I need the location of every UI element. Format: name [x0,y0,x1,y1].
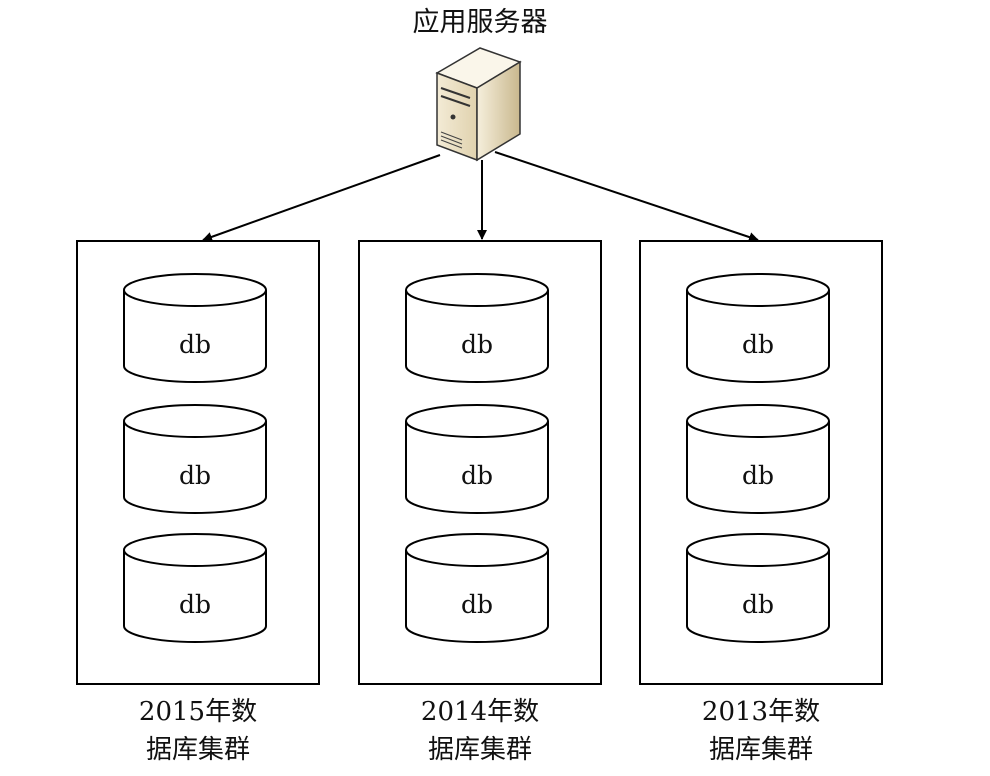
database-label: db [461,330,493,359]
database-label: db [179,461,211,490]
server-label: 应用服务器 [413,7,548,38]
database-cylinder: db [405,273,549,383]
database-cylinder: db [405,533,549,643]
cluster-label: 据库集群 [428,735,532,765]
database-cylinder: db [686,404,830,514]
database-cylinder: db [123,404,267,514]
database-label: db [742,461,774,490]
database-cylinder: db [405,404,549,514]
database-cylinder: db [123,273,267,383]
database-cylinder: db [123,533,267,643]
database-label: db [461,461,493,490]
cluster-label: 据库集群 [709,735,813,765]
database-label: db [179,330,211,359]
database-label: db [179,590,211,619]
database-cylinder: db [686,273,830,383]
arrow-to-2013 [494,151,759,242]
database-label: db [742,590,774,619]
cluster-box [639,240,883,685]
cluster-box [358,240,602,685]
database-label: db [742,330,774,359]
cluster-label: 2014年数 [421,697,539,727]
database-cylinder: db [686,533,830,643]
cluster-label: 2015年数 [139,697,257,727]
cluster-label: 据库集群 [146,735,250,765]
cluster-label: 2013年数 [702,697,820,727]
cluster-box [76,240,320,685]
server-icon [435,47,522,162]
database-label: db [461,590,493,619]
arrow-to-2015 [202,154,441,242]
